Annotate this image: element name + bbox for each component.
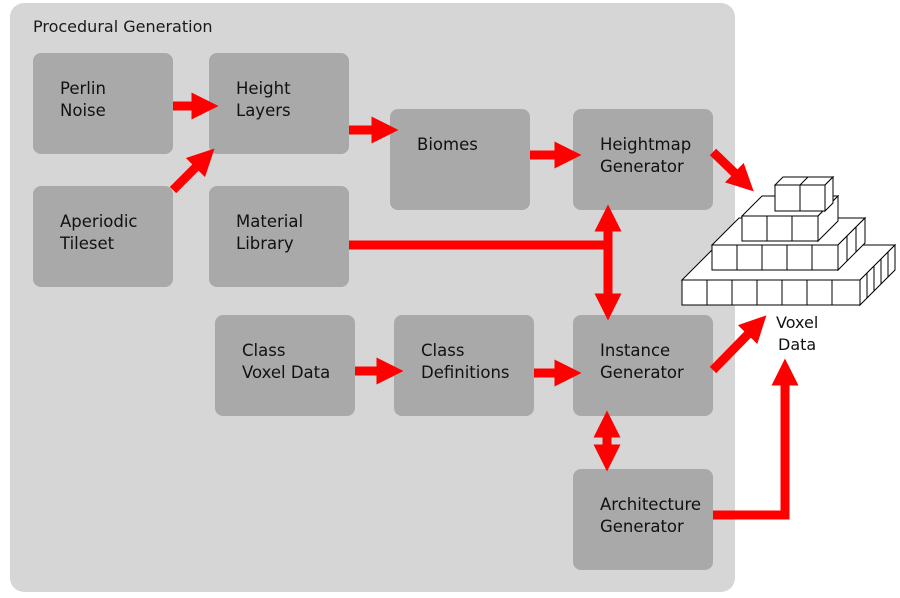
node-class-definitions[interactable]: Class Definitions xyxy=(394,315,534,416)
node-biomes[interactable]: Biomes xyxy=(390,109,530,210)
node-class-voxel-data[interactable]: Class Voxel Data xyxy=(215,315,355,416)
node-height-layers[interactable]: Height Layers xyxy=(209,53,349,154)
voxel-pyramid-icon xyxy=(680,175,897,307)
node-architecture-generator[interactable]: Architecture Generator xyxy=(573,469,713,570)
node-material-library[interactable]: Material Library xyxy=(209,186,349,287)
node-heightmap-generator[interactable]: Heightmap Generator xyxy=(573,109,713,210)
arrow-aperiodic-to-height xyxy=(169,148,215,194)
arrow-heightmap-to-voxels xyxy=(709,148,754,192)
node-instance-generator[interactable]: Instance Generator xyxy=(573,315,713,416)
arrow-architecture-to-voxels xyxy=(713,358,799,520)
arrow-instance-to-voxels xyxy=(709,315,767,374)
node-aperiodic-tileset[interactable]: Aperiodic Tileset xyxy=(33,186,173,287)
panel-title: Procedural Generation xyxy=(33,17,213,36)
node-perlin-noise[interactable]: Perlin Noise xyxy=(33,53,173,154)
voxel-data-label: Voxel Data xyxy=(776,313,819,354)
